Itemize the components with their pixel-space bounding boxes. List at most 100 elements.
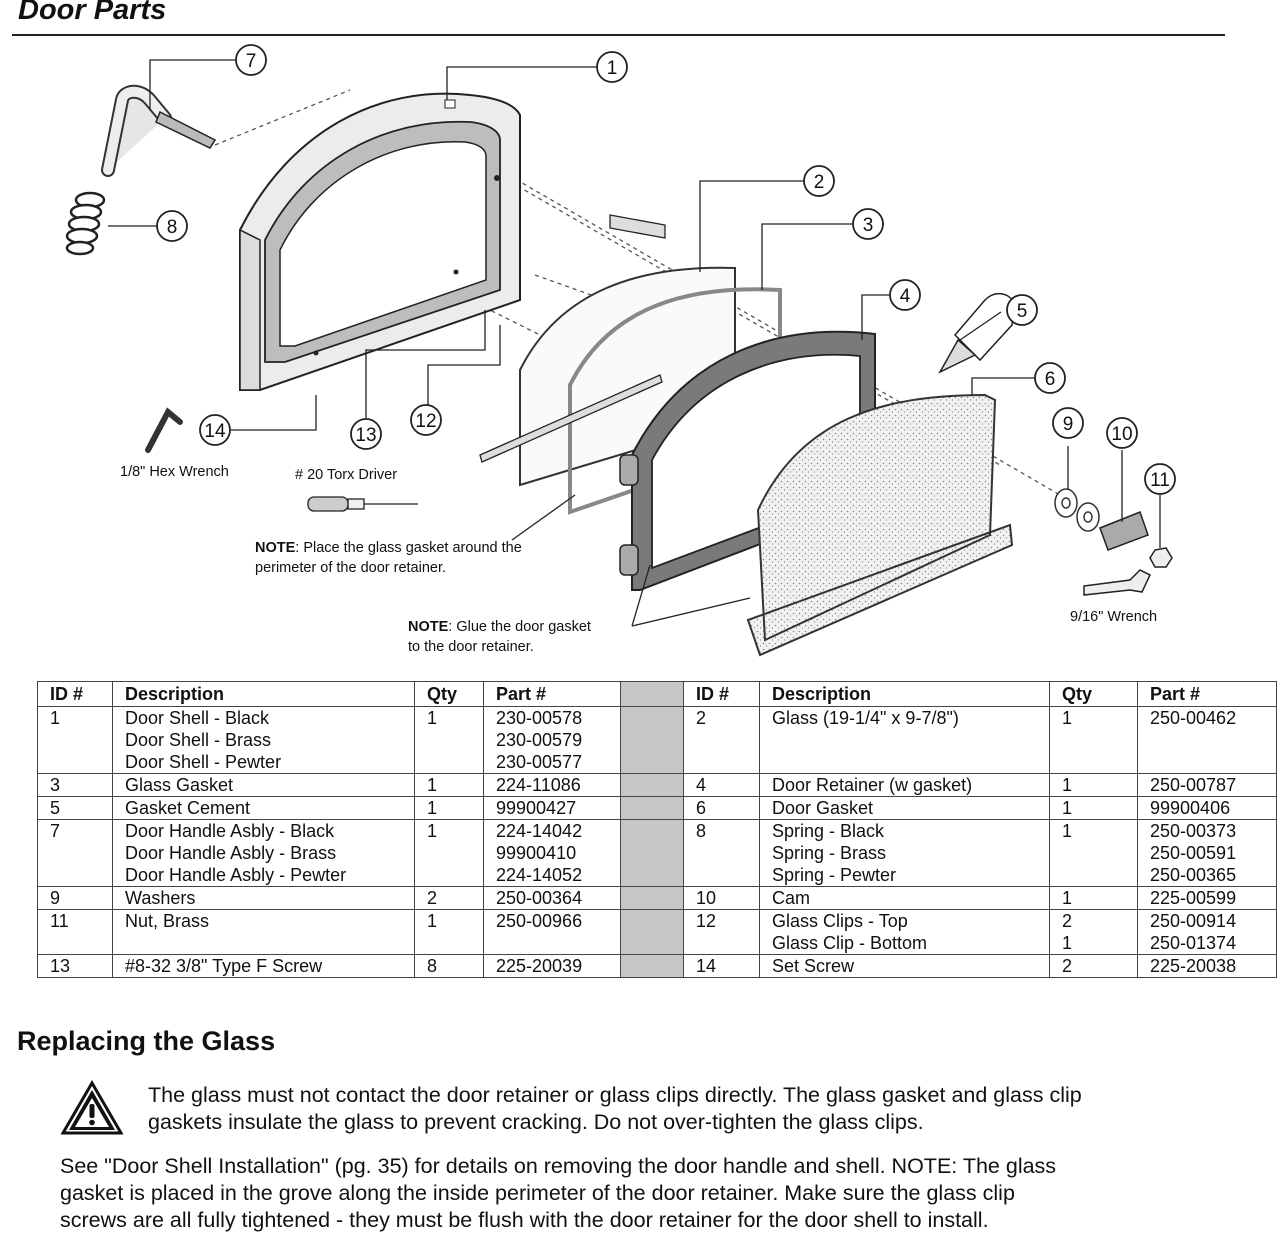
hex-wrench-drawing [145,407,183,453]
table-divider [620,909,684,955]
part-number-cell: 250-00364 [483,886,621,910]
cell-line: 1 [427,708,438,728]
body-line: screws are all fully tightened - they mu… [60,1208,989,1232]
qty-cell: 1 [1049,819,1138,887]
callout-5: 5 [1017,301,1028,322]
part-number-cell: 250-00966 [483,909,621,955]
cell-line: 2 [1062,911,1073,931]
warning-line: The glass must not contact the door reta… [148,1083,1082,1107]
cell-line: 230-00578 [496,708,583,728]
note-text: : Place the glass gasket around the [295,540,522,556]
cell-line: 225-20039 [496,956,583,976]
part-id-cell: 5 [37,796,113,820]
cell-line: 99900410 [496,843,577,863]
part-id-cell: 10 [683,886,760,910]
col-header: ID # [37,681,113,707]
cell-line: Glass Gasket [125,775,234,795]
part-number-cell: 225-00599 [1137,886,1277,910]
cell-line: Set Screw [772,956,855,976]
qty-cell: 1 [414,796,484,820]
cell-line: 225-00599 [1150,888,1237,908]
callout-9: 9 [1063,414,1074,435]
cell-line: 230-00577 [496,752,583,772]
qty-cell: 1 [414,909,484,955]
col-header: Qty [414,681,484,707]
door-handle-drawing [101,84,217,177]
note-label: NOTE [255,540,296,556]
cell-line: #8-32 3/8" Type F Screw [125,956,323,976]
cell-line: Washers [125,888,196,908]
table-divider [620,886,684,910]
description-cell: #8-32 3/8" Type F Screw [112,954,415,978]
body-text: See "Door Shell Installation" (pg. 35) f… [60,1153,1056,1234]
note-label: NOTE [408,619,449,635]
door-gasket-drawing [746,393,1014,657]
part-number-cell: 250-00462 [1137,706,1277,774]
cell-line: 225-20038 [1150,956,1237,976]
qty-cell: 1 [1049,796,1138,820]
callout-3: 3 [863,215,874,236]
callout-14: 14 [204,421,226,442]
cell-line: 1 [1062,775,1073,795]
cell-line: Door Handle Asbly - Pewter [125,865,347,885]
cell-line: Gasket Cement [125,798,251,818]
washers-drawing [1054,488,1100,532]
part-number-cell: 250-00787 [1137,773,1277,797]
cell-line: Door Shell - Pewter [125,752,282,772]
torx-driver-drawing [307,496,418,512]
cell-line: 1 [1062,821,1073,841]
table-divider [620,819,684,887]
cell-line: 99900406 [1150,798,1231,818]
qty-cell: 2 [414,886,484,910]
cell-line: 1 [1062,708,1073,728]
col-header: Qty [1049,681,1138,707]
description-cell: Door Retainer (w gasket) [759,773,1050,797]
cell-line: 250-00787 [1150,775,1237,795]
callout-4: 4 [900,286,911,307]
table-divider [620,954,684,978]
part-id-cell: 2 [683,706,760,774]
part-id-cell: 11 [37,909,113,955]
cell-line: Glass Clip - Bottom [772,933,928,953]
body-line: See "Door Shell Installation" (pg. 35) f… [60,1154,1057,1178]
cell-line: Spring - Pewter [772,865,897,885]
part-id-cell: 4 [683,773,760,797]
cell-line: Door Handle Asbly - Brass [125,843,337,863]
body-line: gasket is placed in the grove along the … [60,1181,1015,1205]
cell-line: 2 [1062,956,1073,976]
cell-line: 2 [427,888,438,908]
cell-line: Door Handle Asbly - Black [125,821,335,841]
warning-triangle-icon [60,1080,124,1135]
note-text: perimeter of the door retainer. [255,560,447,576]
torx-driver-label: # 20 Torx Driver [295,467,398,483]
description-cell: Nut, Brass [112,909,415,955]
note-door-gasket: NOTE: Glue the door gasket to the door r… [408,617,591,657]
wrench-label: 9/16" Wrench [1070,609,1158,625]
col-header: Description [112,681,415,707]
leader-lines [108,59,1161,627]
description-cell: Washers [112,886,415,910]
part-number-cell: 99900406 [1137,796,1277,820]
cell-line: Spring - Brass [772,843,887,863]
qty-cell: 1 [1049,773,1138,797]
callout-13: 13 [355,425,376,446]
cell-line: Nut, Brass [125,911,210,931]
callout-1: 1 [607,58,618,79]
warning-text: The glass must not contact the door reta… [148,1082,1082,1136]
cell-line: 250-00914 [1150,911,1237,931]
part-number-cell: 225-20038 [1137,954,1277,978]
callout-6: 6 [1045,369,1056,390]
col-header: ID # [683,681,760,707]
description-cell: Cam [759,886,1050,910]
cell-line: 1 [427,798,438,818]
